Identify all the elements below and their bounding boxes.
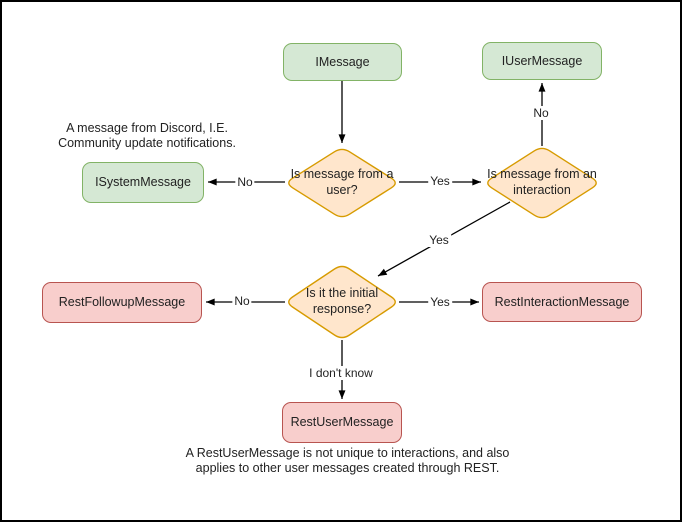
annotation-rest-user-message-note: A RestUserMessage is not unique to inter… (185, 446, 510, 476)
node-imessage-label: IMessage (315, 54, 370, 69)
node-restinteractionmessage: RestInteractionMessage (482, 282, 642, 322)
node-iusermessage: IUserMessage (482, 42, 602, 80)
decision-from-interaction-label: Is message from an interaction (487, 167, 597, 197)
node-restusermessage-label: RestUserMessage (290, 415, 394, 429)
edge-label-initial-check-yes: Yes (428, 295, 452, 309)
node-isystemmessage-label: ISystemMessage (95, 175, 191, 189)
decision-from-user-label: Is message from a user? (290, 167, 394, 197)
edge-label-initial-check-no: No (232, 294, 252, 308)
decision-from-interaction-shape (487, 147, 597, 219)
node-restusermessage: RestUserMessage (282, 402, 402, 443)
node-restfollowupmessage: RestFollowupMessage (42, 282, 202, 323)
annotation-system-message-note: A message from Discord, I.E. Community u… (58, 121, 236, 151)
node-imessage: IMessage (283, 43, 402, 81)
edge-label-user-check-yes: Yes (428, 174, 452, 188)
decision-initial-response-label: Is it the initial response? (305, 286, 379, 316)
decision-initial-response-shape (288, 265, 396, 339)
edge-label-interaction-check-yes: Yes (427, 233, 451, 247)
edge-label-user-check-no: No (235, 175, 255, 189)
node-isystemmessage: ISystemMessage (82, 162, 204, 203)
edge-label-initial-check-unknown: I don't know (307, 366, 375, 380)
node-iusermessage-label: IUserMessage (501, 53, 583, 68)
edge-label-interaction-check-no: No (531, 106, 551, 120)
node-restfollowupmessage-label: RestFollowupMessage (58, 295, 186, 309)
node-restinteractionmessage-label: RestInteractionMessage (494, 294, 630, 309)
decision-from-user-shape (288, 148, 396, 218)
